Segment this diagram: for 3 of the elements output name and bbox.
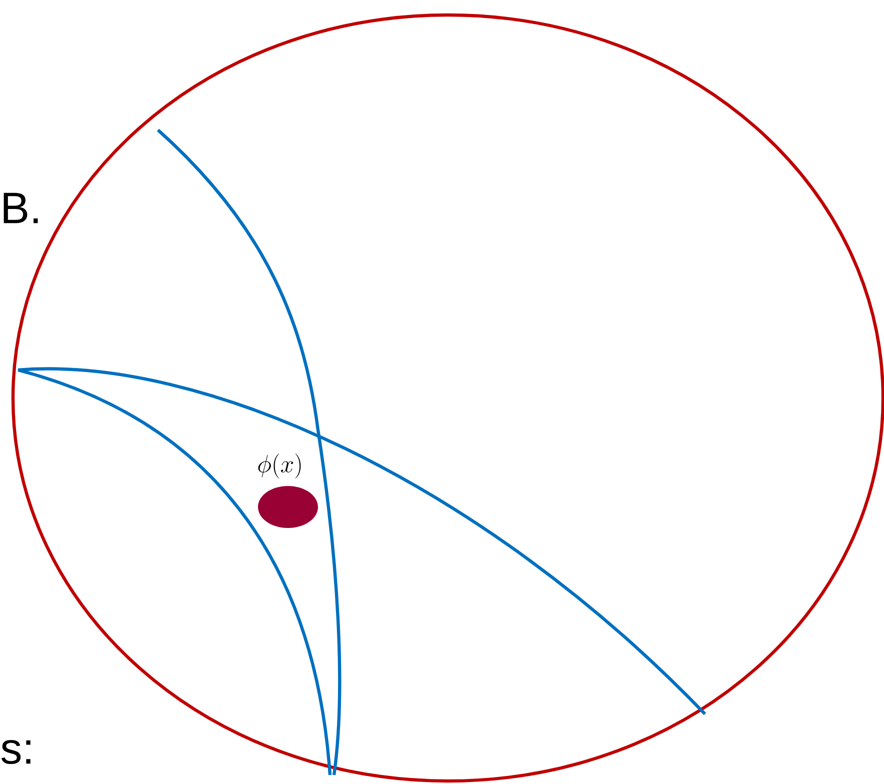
variable-label: $\phi(x)$ [258,454,301,478]
text-fragment: B. [4,192,38,224]
text-fragment: s: [1,740,30,764]
